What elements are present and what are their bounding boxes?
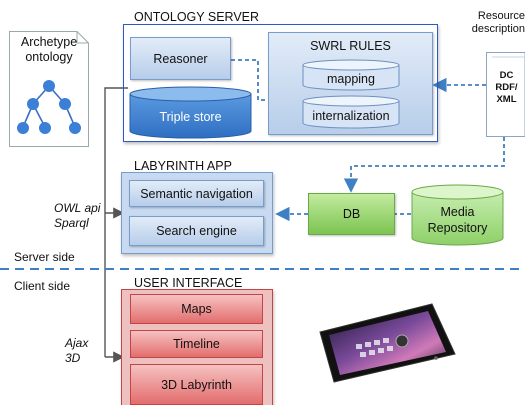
mapping-cylinder: mapping: [302, 59, 400, 91]
tree-icon: [17, 80, 81, 134]
maps-box: Maps: [130, 294, 263, 324]
resource-document: DC RDF/ XML: [486, 52, 525, 137]
user-interface-title: USER INTERFACE: [134, 276, 243, 290]
resource-doc-line-3: XML: [496, 94, 517, 105]
resource-description-title: Resource description: [471, 10, 525, 35]
timeline-box: Timeline: [130, 330, 263, 358]
media-repository-cylinder: Media Repository: [411, 184, 504, 246]
swrl-rules-title: SWRL RULES: [310, 39, 391, 53]
mapping-cylinder-shape: [302, 59, 400, 91]
resource-doc-line-1: DC: [499, 70, 514, 81]
db-box: DB: [308, 193, 395, 235]
labyrinth-app-title: LABYRINTH APP: [134, 159, 232, 173]
resource-document-icon: [486, 52, 525, 137]
reasoner-swrl-link: [231, 59, 268, 101]
client-side-label: Client side: [14, 279, 71, 293]
ontology-server-frame: [123, 24, 438, 142]
media-repository-label: Media Repository: [427, 205, 488, 235]
search-engine-box: Search engine: [129, 216, 264, 246]
triple-store-label: Triple store: [159, 110, 222, 124]
cylinder-shape: [129, 86, 252, 139]
resource-doc-line-2: RDF/: [495, 82, 518, 93]
triple-store-cylinder: Triple store: [129, 86, 252, 139]
labyrinth-3d-box: 3D Labyrinth: [130, 364, 263, 405]
sparql-label: Sparql: [54, 216, 89, 230]
archetype-ontology-title: Archetype ontology: [20, 35, 78, 64]
tablet-illustration: [319, 303, 456, 383]
swrl-rules-box: SWRL RULES mapping internalization: [268, 32, 433, 135]
archetype-ontology-document: Archetype ontology: [9, 31, 89, 147]
mapping-label: mapping: [327, 72, 375, 86]
ontology-server-title: ONTOLOGY SERVER: [134, 10, 260, 24]
internalization-cylinder: internalization: [302, 95, 400, 129]
ajax-label: Ajax: [65, 336, 89, 350]
server-side-label: Server side: [14, 250, 75, 264]
tablet-image: [316, 296, 458, 388]
reasoner-box: Reasoner: [130, 37, 231, 80]
internalization-label: internalization: [312, 109, 390, 123]
media-cylinder-shape: [411, 184, 504, 246]
semantic-navigation-box: Semantic navigation: [129, 180, 264, 207]
resource-to-db-arrow: [343, 137, 505, 193]
owl-api-label: OWL api: [54, 201, 101, 215]
internalization-cylinder-shape: [302, 95, 400, 129]
three-d-label: 3D: [65, 351, 81, 365]
server-to-app-line: [104, 87, 128, 357]
